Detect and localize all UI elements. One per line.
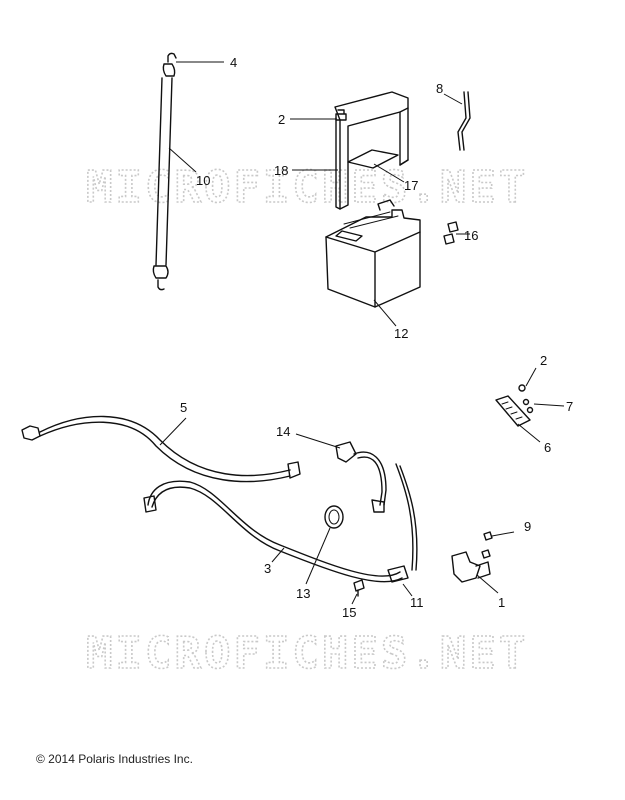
callout-15: 15 [342, 605, 356, 620]
callout-10: 10 [196, 173, 210, 188]
callout-9: 9 [524, 519, 531, 534]
callout-14: 14 [276, 424, 290, 439]
bolt-15 [353, 579, 365, 597]
terminal-bolts [443, 221, 459, 245]
harness-cable-5 [21, 415, 301, 483]
harness-cable-3 [143, 480, 403, 583]
hardware-2-7 [518, 384, 534, 414]
vent-tube [457, 91, 471, 151]
watermark-bottom: MICROFICHES.NET [86, 628, 528, 679]
callouts: 4 10 2 8 18 17 16 12 2 7 6 5 14 9 3 1 11… [180, 55, 573, 620]
battery [325, 199, 421, 308]
grommet [324, 505, 344, 529]
ground-cable [387, 463, 418, 583]
callout-2-upper: 2 [278, 112, 285, 127]
callout-7: 7 [566, 399, 573, 414]
callout-11: 11 [410, 595, 424, 610]
callout-4: 4 [230, 55, 237, 70]
callout-6: 6 [544, 440, 551, 455]
callout-8: 8 [436, 81, 443, 96]
callout-2-lower: 2 [540, 353, 547, 368]
callout-3: 3 [264, 561, 271, 576]
bolt-upper [335, 109, 347, 121]
battery-bracket [334, 91, 409, 210]
fuse-block [495, 395, 531, 427]
battery-strap [152, 52, 177, 291]
leader-lines [159, 61, 565, 605]
callout-1: 1 [498, 595, 505, 610]
callout-5: 5 [180, 400, 187, 415]
callout-16: 16 [464, 228, 478, 243]
callout-18: 17 [404, 178, 418, 193]
callout-13: 13 [296, 586, 310, 601]
bracket-pad [347, 149, 399, 169]
callout-12: 12 [394, 326, 408, 341]
positive-cable [335, 441, 387, 513]
fastener-9 [481, 531, 493, 559]
copyright-notice: © 2014 Polaris Industries Inc. [36, 752, 193, 766]
callout-17: 18 [274, 163, 288, 178]
relay-bracket [451, 551, 491, 583]
